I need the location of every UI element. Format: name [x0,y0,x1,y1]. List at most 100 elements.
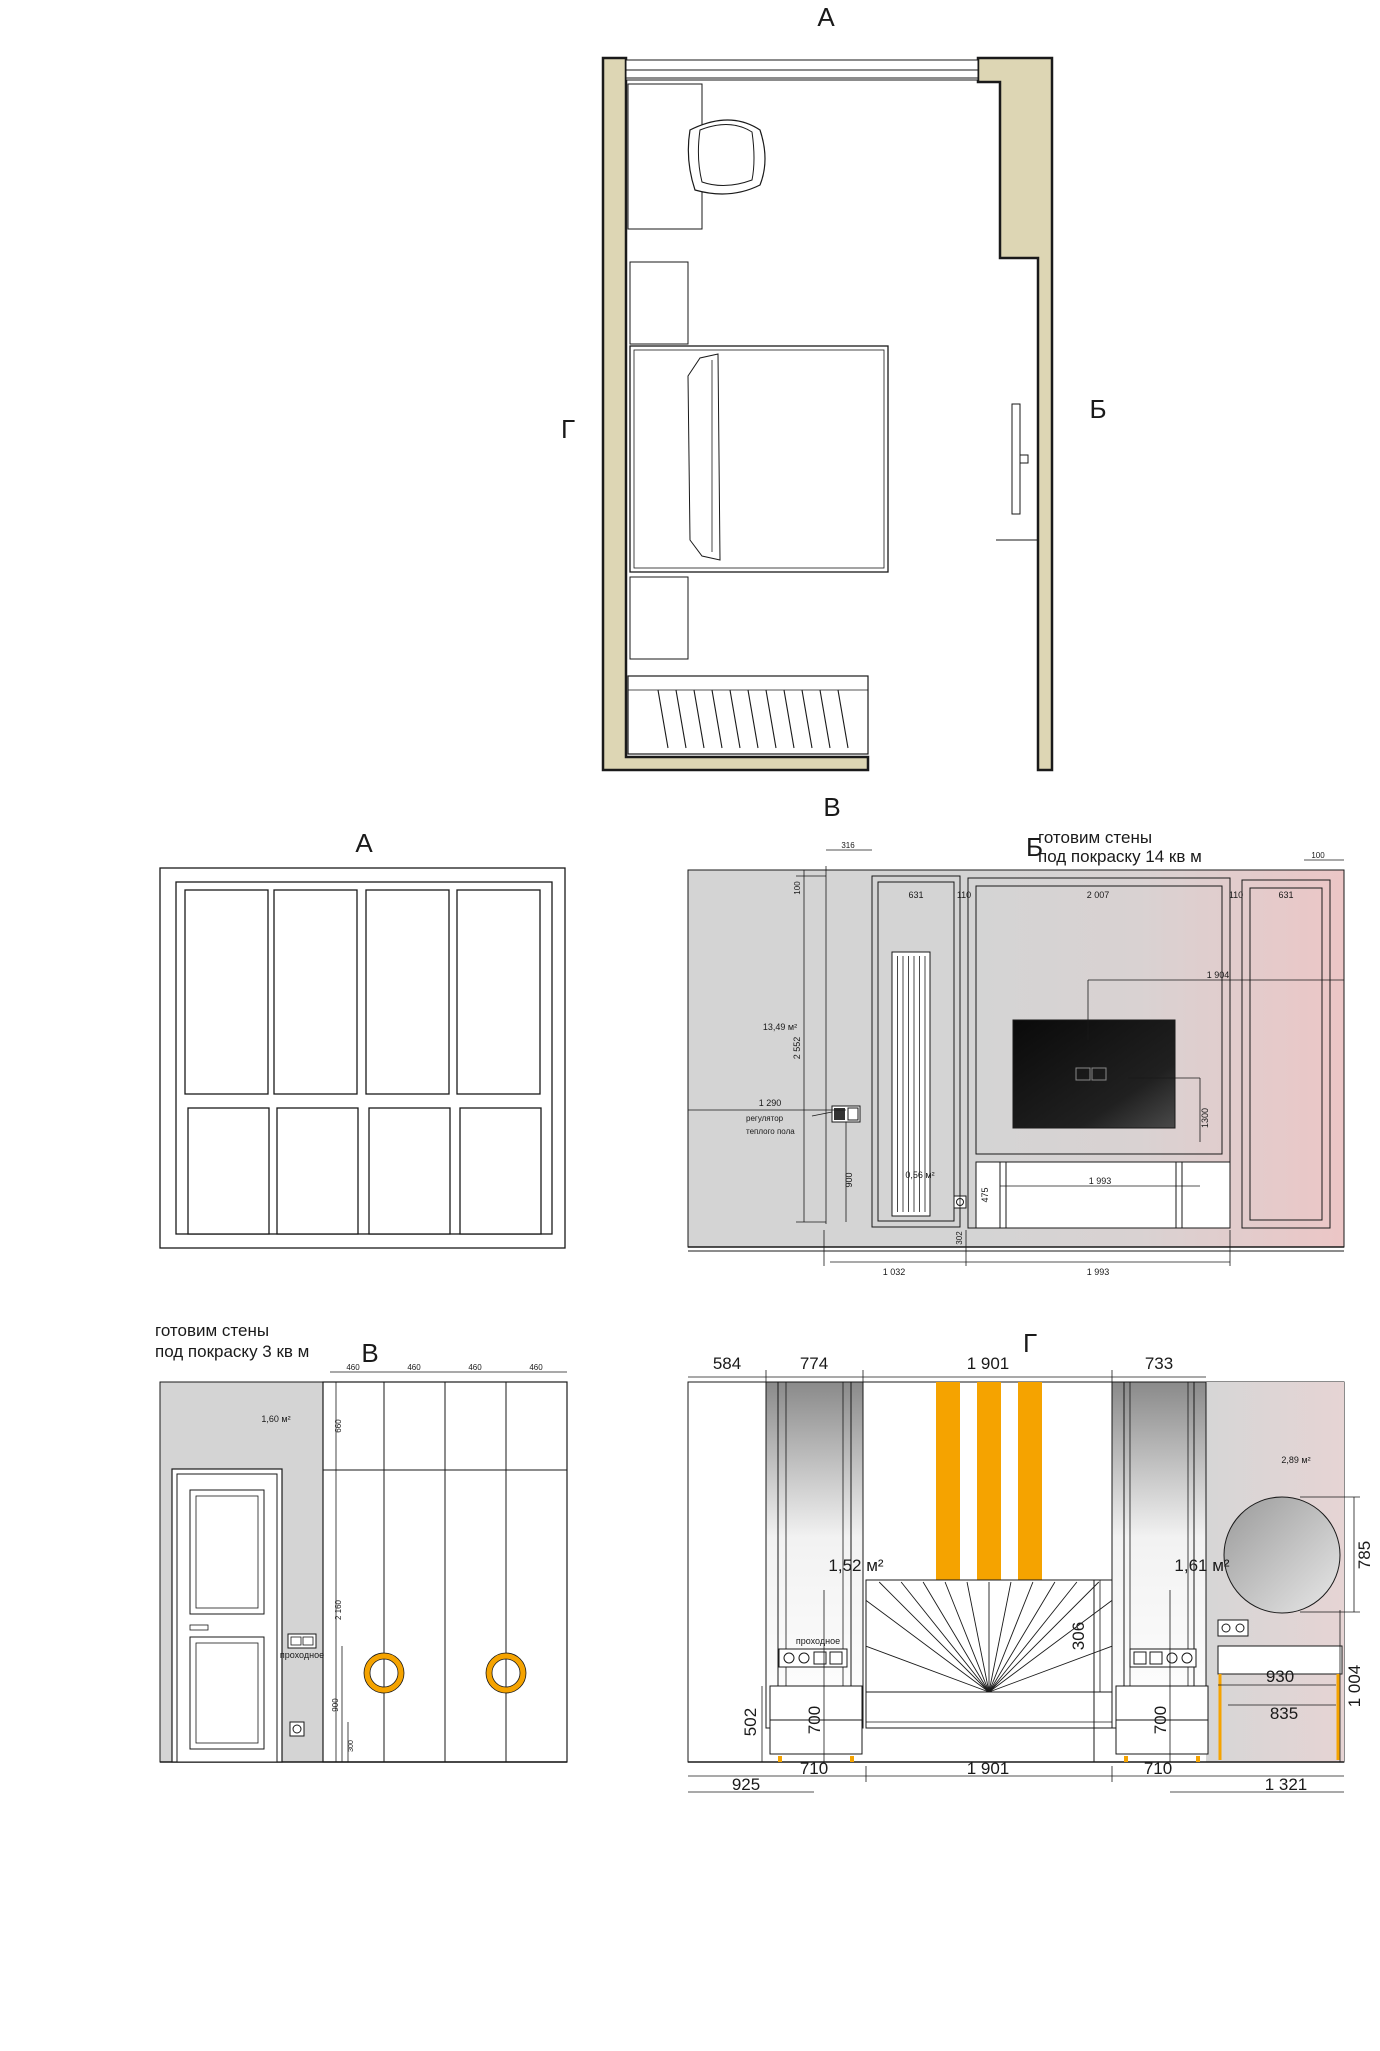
dim-1300: 1300 [1200,1108,1210,1128]
dim-631-left: 631 [908,890,923,900]
elevation-v: готовим стены под покраску 3 кв м В [155,1321,568,1763]
elevation-v-note-1: готовим стены [155,1321,269,1340]
door-panel-lower [459,1107,542,1235]
headboard-rib [988,1581,1078,1693]
tv [1012,1019,1176,1129]
plan-label-top: А [817,2,835,32]
dim-v-900: 900 [331,1698,340,1712]
socket-block-right [1129,1648,1197,1668]
right-mirror-panel [1111,1381,1207,1729]
door-panel-lower [276,1107,359,1235]
headboard-rib [922,1581,990,1693]
dim-1904: 1 904 [1207,970,1230,980]
nightstand [629,576,689,660]
dim-1290: 1 290 [759,1098,782,1108]
area-g-left: 1,52 м² [828,1556,883,1575]
area-main: 13,49 м² [763,1022,797,1032]
switch-label-g: проходное [796,1636,840,1646]
wardrobe-ring-handle [485,1652,527,1694]
hanger-mark [783,689,795,749]
hanger-mark [801,689,813,749]
dim-100-right: 100 [1311,851,1325,860]
dim-v-460-2: 460 [407,1363,421,1372]
socket-icon [1217,1619,1249,1637]
dim-g-785: 785 [1355,1541,1374,1569]
socket-icon [289,1721,305,1737]
area-v: 1,60 м² [261,1414,290,1424]
hanger-mark [729,689,741,749]
dim-v-460-4: 460 [529,1363,543,1372]
dim-g-1321: 1 321 [1265,1775,1308,1794]
dim-g-710-left: 710 [800,1759,828,1778]
headboard-rib [988,1581,1056,1693]
elevation-b: Б готовим стены под покраску 14 кв м [687,828,1345,1277]
hanger-mark [819,689,831,749]
dim-g-700-right: 700 [1151,1706,1170,1734]
round-mirror [1223,1496,1341,1614]
area-g-wall: 2,89 м² [1281,1455,1310,1465]
door-panel-upper [184,889,269,1095]
elevation-a: А [159,828,566,1249]
switch-label: проходное [280,1650,324,1660]
switch-icon [287,1633,317,1649]
dim-1993-console: 1 993 [1089,1176,1112,1186]
dim-110-left: 110 [957,890,971,900]
elevation-v-title: В [361,1338,378,1368]
headboard [865,1579,1113,1762]
dim-g-733: 733 [1145,1354,1173,1373]
hanger-mark [675,689,687,749]
area-small: 0,56 м² [905,1170,934,1180]
thermostat-label-2: теплого пола [746,1127,795,1136]
dim-g-835: 835 [1270,1704,1298,1723]
thermostat-label-1: регулятор [746,1114,784,1123]
dim-g-502: 502 [741,1708,760,1736]
dim-316: 316 [841,841,855,850]
nightstand [629,261,689,345]
door-panel-lower [187,1107,270,1235]
vertical-radiator [891,951,931,1217]
headboard-rib [900,1581,990,1693]
armchair-icon [687,119,766,195]
headboard-rib [988,1581,1012,1693]
dim-v-660: 660 [334,1419,343,1433]
plan-label-right: Б [1089,394,1106,424]
dim-2552: 2 552 [792,1037,802,1060]
dim-g-925: 925 [732,1775,760,1794]
dim-100-left: 100 [793,881,802,895]
headboard-rib [944,1581,990,1693]
wardrobe-ring-handle [363,1652,405,1694]
dim-110-right: 110 [1229,890,1243,900]
elevation-v-note-2: под покраску 3 кв м [155,1342,309,1361]
bed [629,345,889,573]
dim-302: 302 [955,1231,964,1245]
headboard-rib [988,1581,1100,1693]
headboard-rib [988,1645,1113,1693]
left-mirror-panel [765,1381,864,1729]
socket-block-left [778,1648,848,1668]
dim-v-460-3: 460 [468,1363,482,1372]
thermostat-icon [831,1105,861,1123]
dim-2007: 2 007 [1087,890,1110,900]
area-g-right: 1,61 м² [1174,1556,1229,1575]
dim-g-710-right: 710 [1144,1759,1172,1778]
dim-631-right: 631 [1278,890,1293,900]
elevation-g: Г [687,1328,1374,1794]
tv-console [975,1161,1231,1229]
dim-g-1004: 1 004 [1345,1665,1364,1708]
elevation-a-title: А [355,828,373,858]
headboard-rib [878,1581,990,1693]
floor-plan: А Б В Г [561,2,1107,822]
hanger-mark [693,689,705,749]
dim-v-460-1: 460 [346,1363,360,1372]
dim-g-930: 930 [1266,1667,1294,1686]
dim-1032: 1 032 [883,1267,906,1277]
elevation-b-note-1: готовим стены [1038,828,1152,847]
elevation-b-title: Б [1026,832,1043,862]
hanger-mark [837,689,849,749]
door-panel-upper [365,889,450,1095]
dim-g-1901-bottom: 1 901 [967,1759,1010,1778]
dim-g-584: 584 [713,1354,741,1373]
hanger-mark [657,689,669,749]
door-panel-upper [273,889,358,1095]
